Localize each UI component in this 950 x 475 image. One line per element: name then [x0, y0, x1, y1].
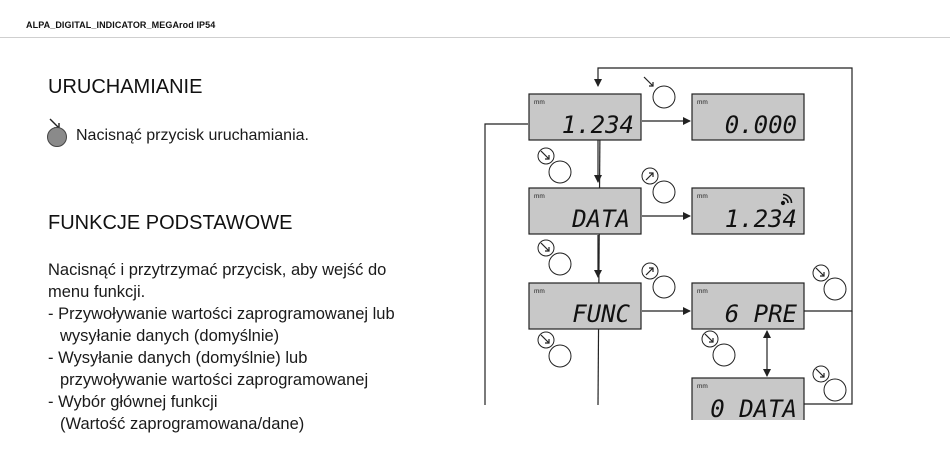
left-loop-line: [484, 123, 528, 405]
lcd-value: 0.000: [725, 111, 797, 139]
lcd-unit: mm: [534, 288, 545, 295]
document-header: ALPA_DIGITAL_INDICATOR_MEGArod IP54: [26, 20, 216, 30]
function-flow-diagram: mm 1.234 mm 0.000 mm DATA mm 1.234 mm FU…: [484, 67, 853, 420]
press-button-icon: [47, 118, 67, 147]
section-title-functions: FUNKCJE PODSTAWOWE: [48, 212, 293, 234]
lcd-value: FUNC: [572, 300, 630, 328]
description-line: - Wysyłanie danych (domyślnie) lub: [48, 349, 308, 367]
lcd-value: DATA: [571, 205, 630, 233]
start-instruction-text: Nacisnąć przycisk uruchamiania.: [76, 127, 309, 144]
description-line: Nacisnąć i przytrzymać przycisk, aby wej…: [48, 261, 387, 279]
lcd-value: 0 DATA: [710, 395, 797, 420]
lcd-unit: mm: [697, 99, 708, 106]
lcd-unit: mm: [697, 383, 708, 390]
description-line: wysyłanie danych (domyślnie): [60, 327, 280, 345]
lcd-display-start: mm 1.234: [528, 93, 642, 141]
header-divider: [0, 37, 950, 38]
hold-button-icon: [812, 365, 847, 402]
lcd-display-pre: mm 6 PRE: [691, 282, 805, 330]
arrow-return-top: [594, 67, 853, 312]
lcd-unit: mm: [534, 193, 545, 200]
main-vertical-line: [597, 123, 601, 406]
press-button-icon: [643, 76, 676, 109]
lcd-value: 1.234: [562, 111, 634, 139]
hold-button-icon: [537, 147, 572, 184]
lcd-unit: mm: [534, 99, 545, 106]
lcd-display-zero: mm 0.000: [691, 93, 805, 141]
hold-button-icon: [701, 330, 736, 367]
description-line: (Wartość zaprogramowana/dane): [60, 415, 305, 433]
lcd-display-func: mm FUNC: [528, 282, 642, 330]
lcd-display-sent: mm 1.234: [691, 187, 805, 235]
lcd-display-data: mm DATA: [528, 187, 642, 235]
description-line: - Wybór głównej funkcji: [48, 393, 218, 411]
lcd-unit: mm: [697, 193, 708, 200]
lcd-display-odata: mm 0 DATA: [691, 377, 805, 420]
description-line: menu funkcji.: [48, 283, 146, 301]
hold-button-icon: [812, 264, 847, 301]
hold-button-icon: [537, 331, 572, 368]
description-line: - Przywoływanie wartości zaprogramowanej…: [48, 305, 395, 323]
hold-button-icon: [641, 167, 676, 204]
functions-description: Nacisnąć i przytrzymać przycisk, aby wej…: [48, 259, 468, 435]
wireless-signal-icon: [780, 193, 793, 206]
section-title-start: URUCHAMIANIE: [48, 76, 203, 98]
start-instruction-row: Nacisnąć przycisk uruchamiania.: [46, 117, 406, 147]
description-line: przywoływanie wartości zaprogramowanej: [60, 371, 369, 389]
lcd-value: 1.234: [725, 205, 797, 233]
lcd-unit: mm: [697, 288, 708, 295]
hold-button-icon: [537, 239, 572, 276]
return-from-odata: [800, 311, 853, 405]
flow-connectors: [484, 67, 853, 406]
lcd-value: 6 PRE: [725, 300, 798, 328]
hold-button-icon: [641, 262, 676, 299]
